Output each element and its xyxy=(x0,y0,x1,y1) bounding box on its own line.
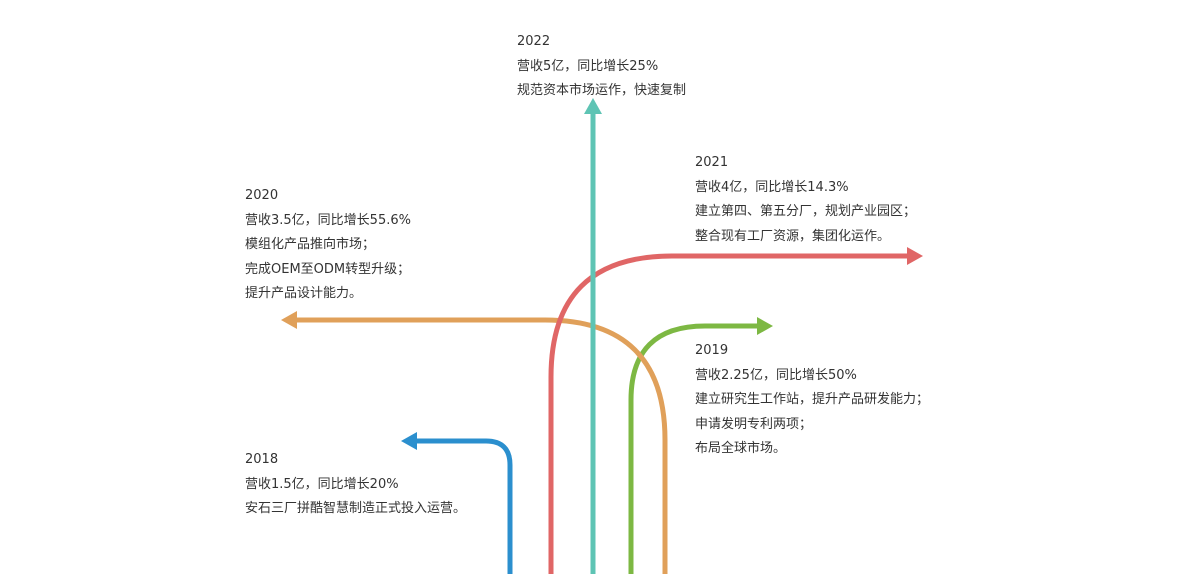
milestone-revenue: 营收1.5亿，同比增长20% xyxy=(245,476,399,492)
milestone-revenue: 营收4亿，同比增长14.3% xyxy=(695,179,849,195)
milestone-detail: 规范资本市场运作，快速复制 xyxy=(517,83,687,98)
milestone-year: 2022 xyxy=(517,34,551,49)
milestone-year: 2021 xyxy=(695,155,729,170)
milestone-detail: 布局全球市场。 xyxy=(695,441,787,456)
milestone-detail: 建立研究生工作站，提升产品研发能力； xyxy=(695,392,930,407)
milestone-detail: 模组化产品推向市场； xyxy=(245,237,376,252)
milestone-detail: 提升产品设计能力。 xyxy=(245,286,363,301)
milestone-2021: 2021 营收4亿，同比增长14.3% 建立第四、第五分厂，规划产业园区； 整合… xyxy=(695,151,916,249)
milestone-revenue: 营收2.25亿，同比增长50% xyxy=(695,367,857,383)
milestone-detail: 申请发明专利两项； xyxy=(695,416,813,432)
milestone-detail: 建立第四、第五分厂，规划产业园区； xyxy=(695,204,917,219)
milestone-2019: 2019 营收2.25亿，同比增长50% 建立研究生工作站，提升产品研发能力； … xyxy=(695,339,929,462)
arrow-2019-head xyxy=(757,317,773,335)
arrow-2021 xyxy=(548,253,910,574)
milestone-2022: 2022 营收5亿，同比增长25% 规范资本市场运作，快速复制 xyxy=(517,30,686,104)
arrow-2020-head xyxy=(281,311,297,329)
arrow-2021-head xyxy=(907,247,923,265)
arrow-2019 xyxy=(628,323,760,574)
milestone-year: 2020 xyxy=(245,188,279,203)
milestone-revenue: 营收3.5亿，同比增长55.6% xyxy=(245,212,411,228)
milestone-detail: 完成OEM至ODM转型升级； xyxy=(245,261,411,277)
milestone-detail: 整合现有工厂资源，集团化运作。 xyxy=(695,228,891,244)
milestone-revenue: 营收5亿，同比增长25% xyxy=(517,58,659,74)
arrow-2020 xyxy=(293,317,668,574)
arrow-2018 xyxy=(413,438,513,574)
arrow-2022-head xyxy=(584,98,602,114)
milestone-2020: 2020 营收3.5亿，同比增长55.6% 模组化产品推向市场； 完成OEM至O… xyxy=(245,184,411,307)
milestone-detail: 安石三厂拼酷智慧制造正式投入运营。 xyxy=(245,501,467,516)
milestone-year: 2019 xyxy=(695,343,729,358)
milestone-2018: 2018 营收1.5亿，同比增长20% 安石三厂拼酷智慧制造正式投入运营。 xyxy=(245,448,466,522)
milestone-year: 2018 xyxy=(245,452,279,467)
arrow-2018-head xyxy=(401,432,417,450)
